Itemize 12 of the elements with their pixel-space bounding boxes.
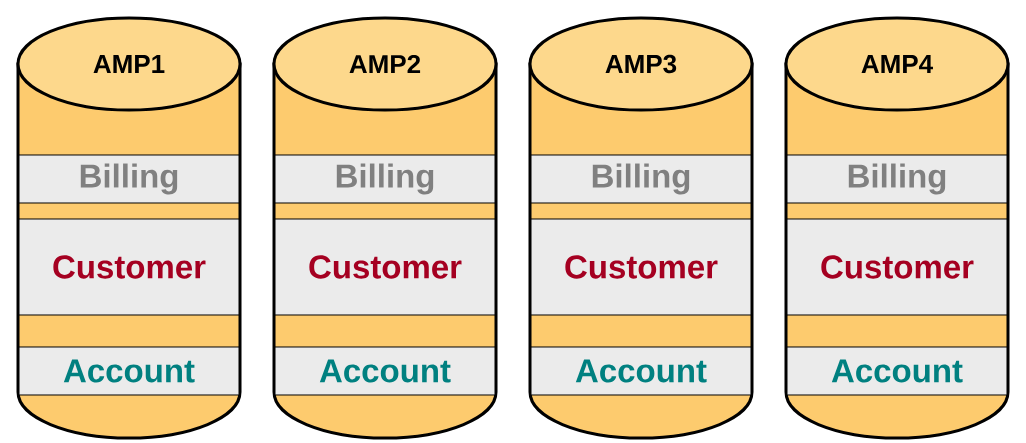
table-band: Customer: [274, 218, 496, 316]
table-band: Billing: [786, 154, 1008, 204]
table-band: Billing: [530, 154, 752, 204]
table-band: Account: [530, 346, 752, 396]
table-band: Customer: [18, 218, 240, 316]
table-band: Account: [786, 346, 1008, 396]
table-band: Billing: [274, 154, 496, 204]
table-band: Customer: [530, 218, 752, 316]
table-band: Billing: [18, 154, 240, 204]
table-band: Customer: [786, 218, 1008, 316]
table-band: Account: [274, 346, 496, 396]
table-band: Account: [18, 346, 240, 396]
